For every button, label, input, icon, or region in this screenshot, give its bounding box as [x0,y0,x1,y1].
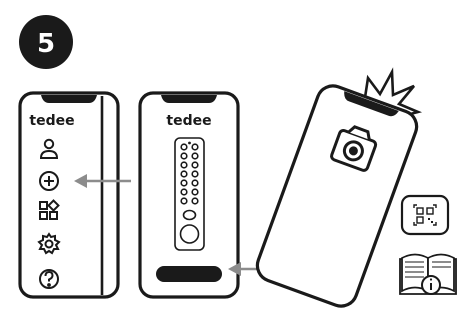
phone-remote-notch [161,95,217,103]
phone-menu-notch [41,95,97,103]
confirm-button[interactable] [156,266,222,282]
phone-camera-frame [253,81,421,310]
remote-led [188,142,191,145]
phone-menu: tedee [20,93,118,297]
phone-camera [253,81,421,310]
remote-app-brand-label: tedee [166,113,211,129]
qr-code-icon [402,196,448,234]
step-badge: 5 [19,15,73,69]
phone-remote: tedee [140,93,238,297]
app-brand-label: tedee [29,113,74,129]
manual-info-icon [400,255,456,295]
step-number: 5 [37,29,55,59]
